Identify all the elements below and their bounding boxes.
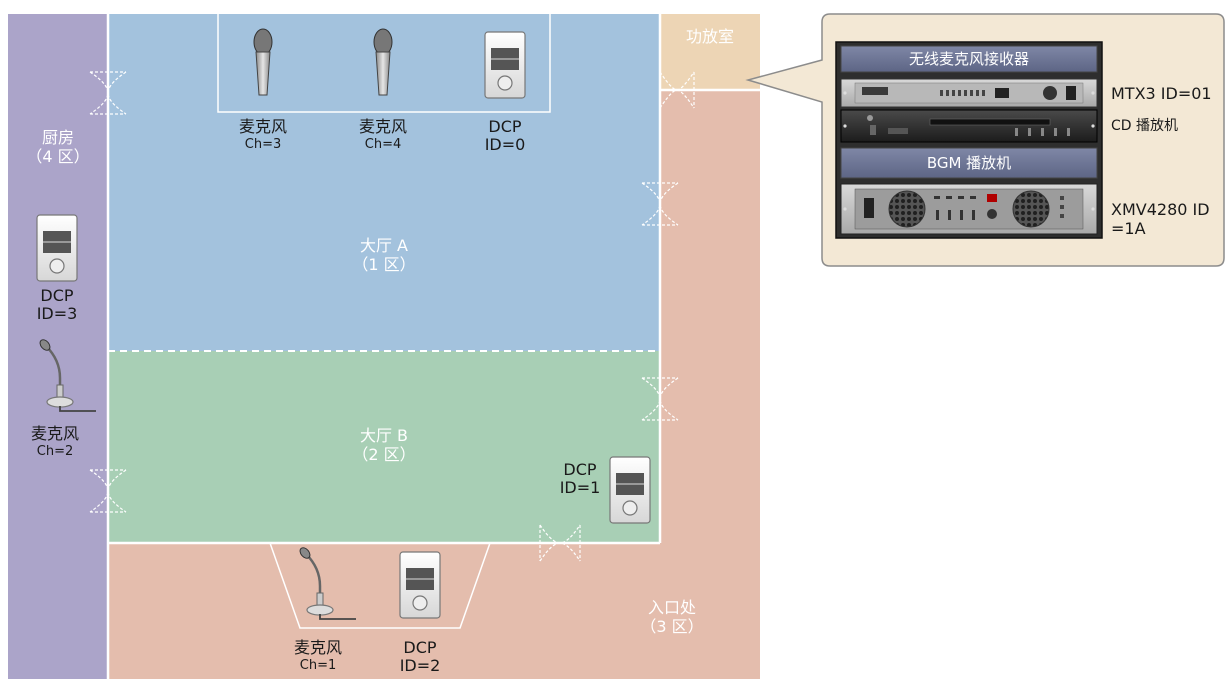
hall-b-zone — [108, 351, 660, 543]
device-name: 麦克风 — [358, 117, 407, 136]
entrance-alcove-outline — [269, 542, 491, 629]
zone-name: 大厅 A — [359, 236, 409, 255]
device-id: Ch=1 — [299, 658, 337, 673]
device-label-dcp1: DCP ID=1 — [550, 461, 610, 497]
dcp-panel-icon — [399, 551, 441, 619]
zone-label-entrance: 入口处 （3 区） — [622, 598, 722, 636]
device-id: Ch=2 — [36, 444, 74, 459]
device-label-dcp0: DCP ID=0 — [465, 118, 545, 154]
microphone-icon — [373, 28, 393, 96]
device-id: ID=1 — [559, 478, 601, 497]
dcp-panel-icon — [609, 456, 651, 524]
device-label-mic4: 麦克风 Ch=4 — [343, 118, 423, 154]
mtx3-unit — [840, 78, 1098, 108]
door-icon — [641, 182, 679, 226]
zone-label-kitchen: 厨房 （4 区） — [18, 128, 98, 166]
xmv4280-label-line2: =1A — [1111, 219, 1146, 238]
door-icon — [89, 469, 127, 513]
dcp-panel-icon — [36, 214, 78, 282]
bgm-player-title-bar — [840, 147, 1098, 179]
desk-microphone-icon — [39, 339, 96, 412]
device-id: ID=3 — [36, 304, 78, 323]
zone-label-hall-b: 大厅 B （2 区） — [334, 426, 434, 464]
device-name: DCP — [488, 117, 522, 136]
device-id: Ch=4 — [364, 137, 402, 152]
zone-label-hall-a: 大厅 A （1 区） — [334, 236, 434, 274]
mtx3-label: MTX3 ID=01 — [1111, 84, 1212, 103]
door-icon — [539, 524, 581, 562]
xmv4280-label: XMV4280 ID =1A — [1111, 200, 1210, 238]
door-icon — [641, 377, 679, 421]
device-label-mic1: 麦克风 Ch=1 — [278, 639, 358, 675]
bgm-player-title: BGM 播放机 — [926, 154, 1012, 172]
device-label-dcp3: DCP ID=3 — [17, 287, 97, 323]
device-label-dcp2: DCP ID=2 — [380, 639, 460, 675]
zone-number: （4 区） — [26, 147, 90, 166]
zone-number: （1 区） — [352, 255, 416, 274]
device-id: ID=2 — [399, 656, 441, 675]
amp-room-zone — [660, 14, 760, 90]
stage-outline — [217, 14, 551, 113]
device-name: 麦克风 — [30, 424, 79, 443]
xmv4280-label-line1: XMV4280 ID — [1111, 200, 1210, 219]
cd-player-unit — [840, 109, 1098, 143]
zone-label-amp-room: 功放室 — [660, 27, 760, 46]
zone-name: 大厅 B — [359, 426, 409, 445]
zone-number: （3 区） — [640, 617, 704, 636]
wireless-receiver-title: 无线麦克风接收器 — [908, 50, 1029, 68]
cd-player-label: CD 播放机 — [1111, 118, 1179, 134]
zone-name: 功放室 — [685, 27, 734, 46]
device-id: ID=0 — [484, 135, 526, 154]
device-name: DCP — [40, 286, 74, 305]
zone-number: （2 区） — [352, 445, 416, 464]
device-id: Ch=3 — [244, 137, 282, 152]
device-label-mic3: 麦克风 Ch=3 — [223, 118, 303, 154]
dcp-panel-icon — [484, 31, 526, 99]
door-icon — [659, 71, 695, 109]
device-name: 麦克风 — [238, 117, 287, 136]
walls — [106, 14, 760, 679]
device-name: DCP — [403, 638, 437, 657]
device-name: 麦克风 — [293, 638, 342, 657]
microphone-icon — [253, 28, 273, 96]
zone-name: 厨房 — [41, 128, 74, 147]
wireless-receiver-title-bar — [840, 45, 1098, 73]
zone-name: 入口处 — [647, 598, 696, 617]
kitchen-zone — [8, 14, 108, 679]
xmv4280-unit — [840, 183, 1098, 235]
device-label-mic2: 麦克风 Ch=2 — [15, 425, 95, 461]
door-icon — [89, 71, 127, 115]
desk-microphone-icon — [299, 547, 356, 620]
device-name: DCP — [563, 460, 597, 479]
